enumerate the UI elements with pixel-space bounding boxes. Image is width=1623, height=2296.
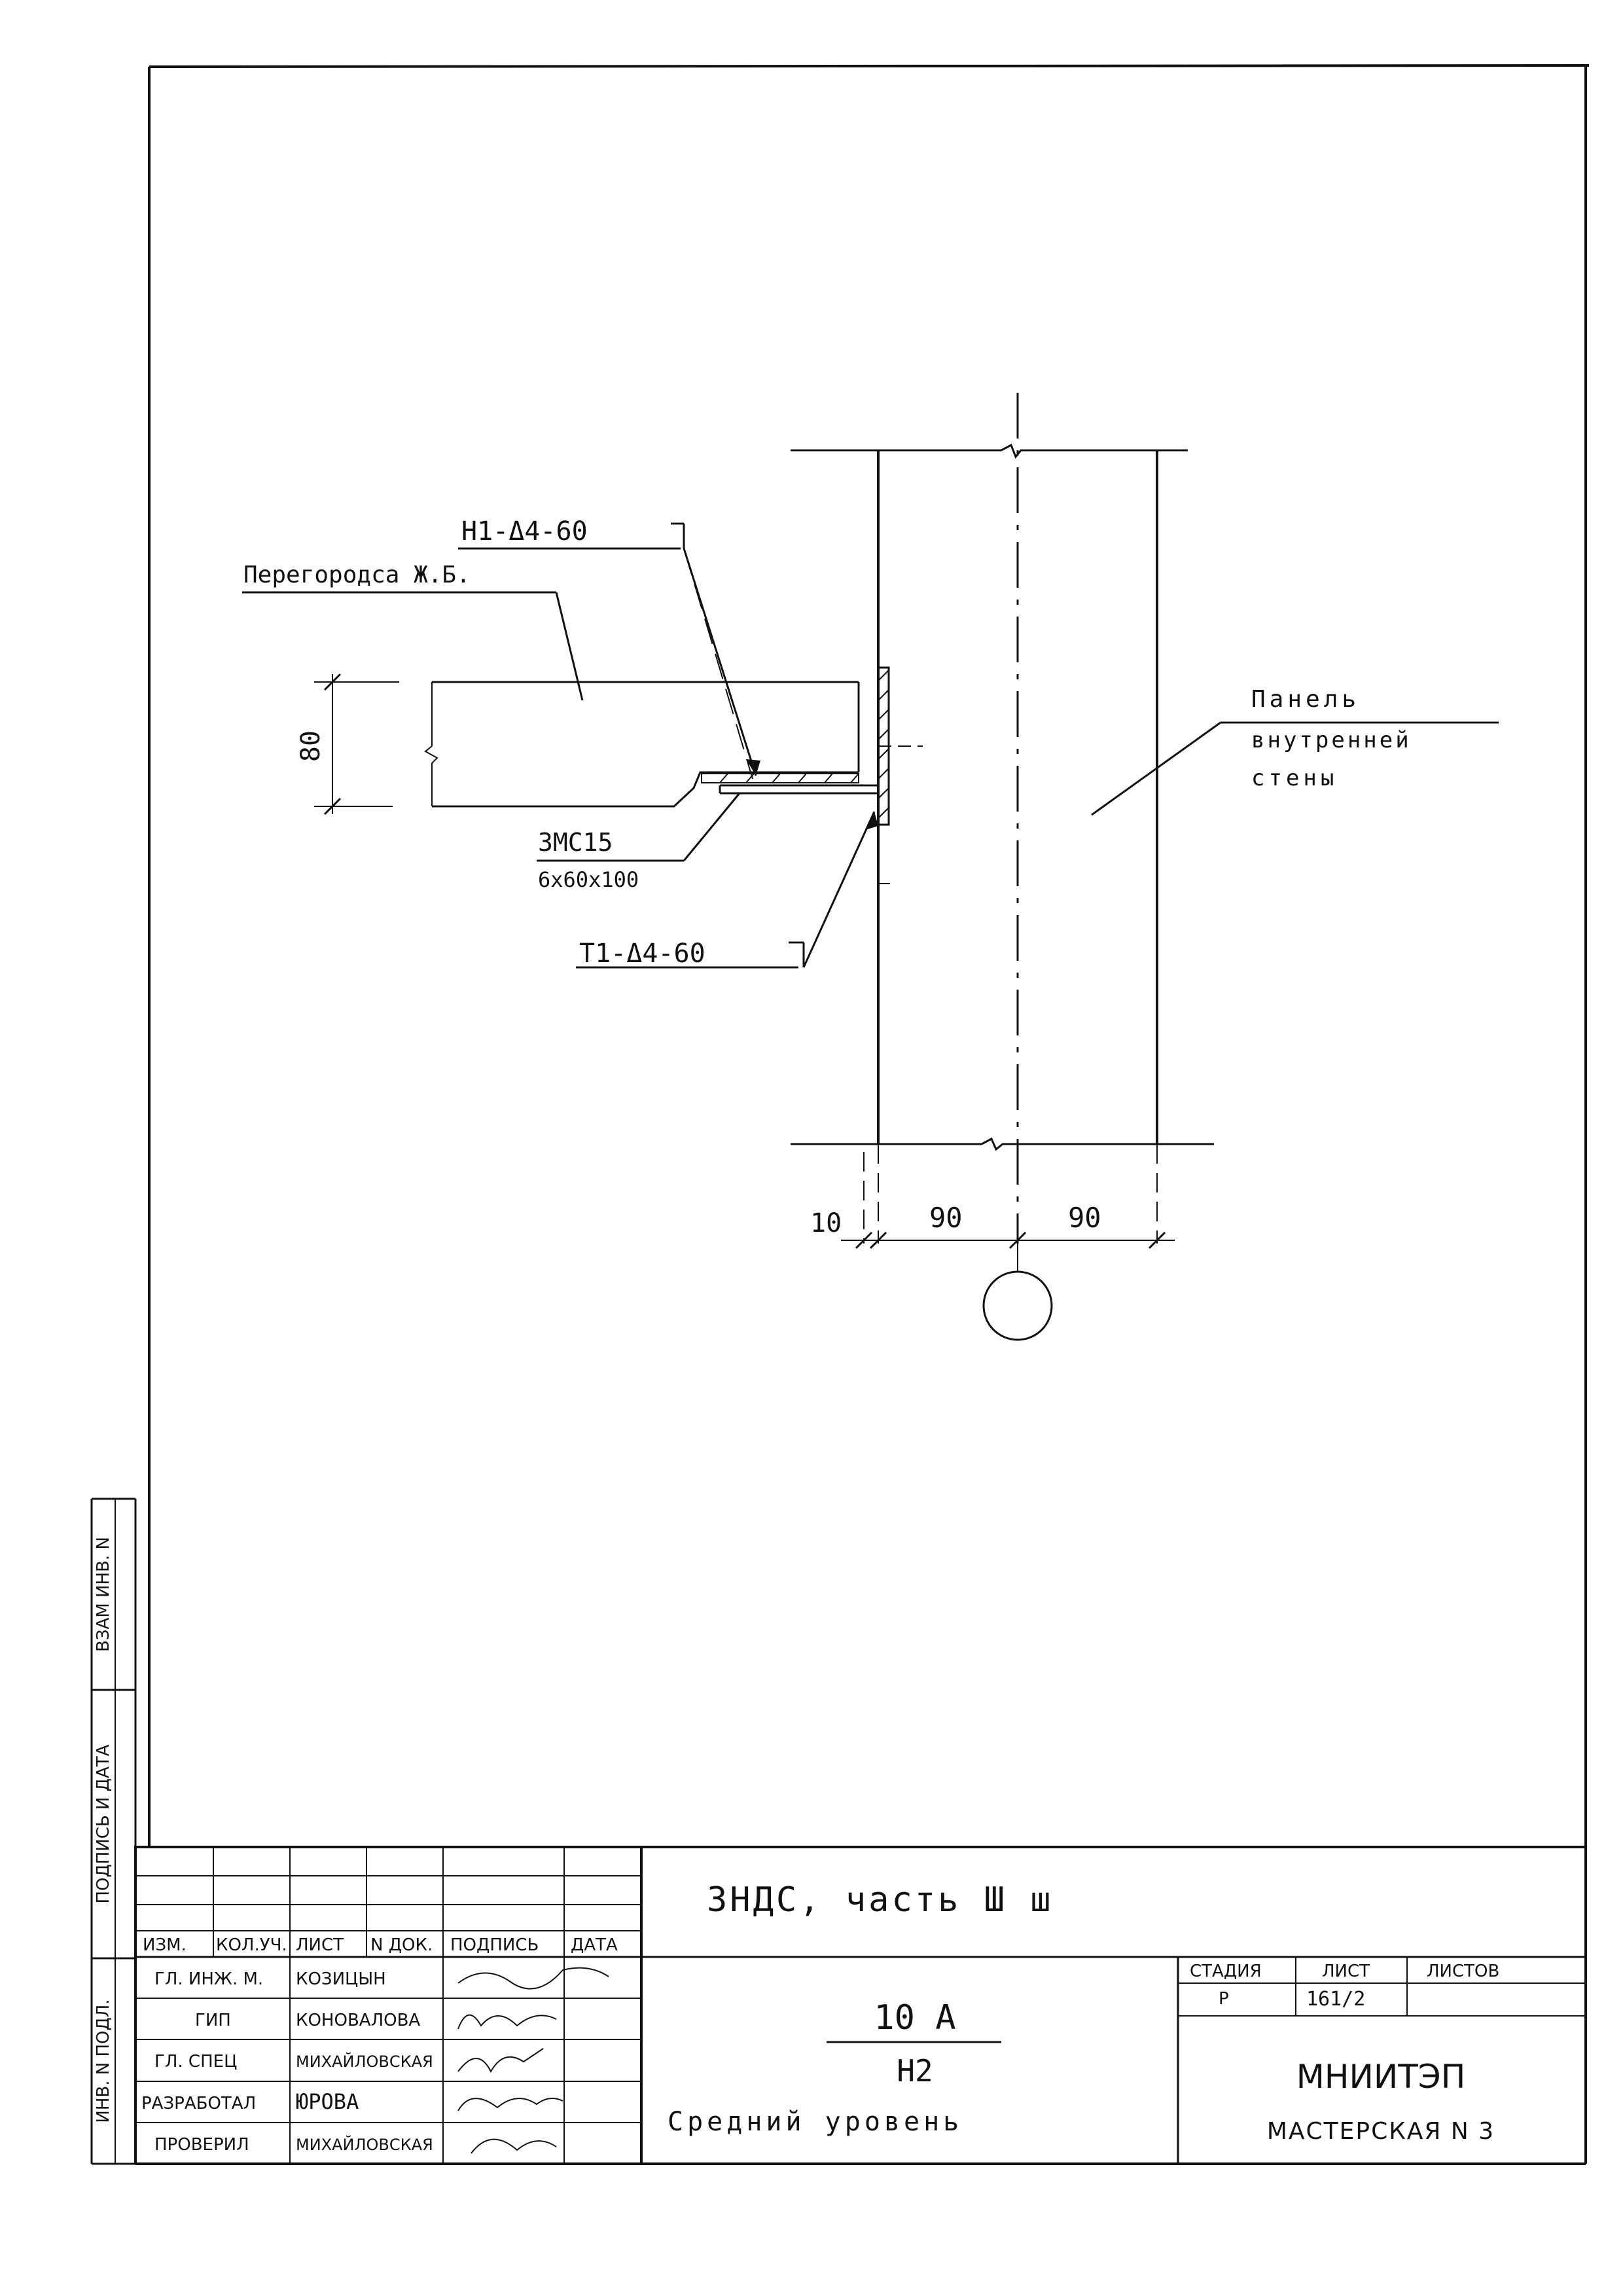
project-title: ЗНДС, часть Ш ш bbox=[707, 1880, 1054, 1920]
header-kol-uch: КОЛ.УЧ. bbox=[216, 1935, 287, 1955]
leader-partition: Перегородса Ж.Б. bbox=[242, 562, 584, 701]
panel-label-line1: Панель bbox=[1251, 686, 1360, 713]
partition-label: Перегородса Ж.Б. bbox=[243, 562, 471, 588]
header-list: ЛИСТ bbox=[296, 1935, 344, 1955]
panel-label-line2: внутренней bbox=[1251, 727, 1412, 753]
person-name-1: КОЗИЦЫН bbox=[296, 1969, 386, 1989]
leader-embedded-part: ЗМС15 6х60х100 bbox=[537, 793, 741, 892]
dimension-bottom: 10 90 90 bbox=[810, 1202, 1175, 1249]
listov-label: ЛИСТОВ bbox=[1427, 1962, 1499, 1981]
leader-wall-panel: Панель внутренней стены bbox=[1091, 686, 1499, 816]
side-stamp-inv-podl: ИНВ. N ПОДЛ. bbox=[94, 1999, 113, 2123]
header-podpis: ПОДПИСЬ bbox=[450, 1935, 539, 1955]
wall-embedded-plate bbox=[877, 666, 890, 826]
list-label: ЛИСТ bbox=[1322, 1962, 1370, 1981]
sheet-frame bbox=[134, 64, 1590, 2165]
person-role-5: ПРОВЕРИЛ bbox=[154, 2135, 249, 2155]
wall-panel bbox=[791, 393, 1214, 1244]
person-role-2: ГИП bbox=[195, 2011, 231, 2030]
leader-anchor-bottom: Т1-Δ4-60 bbox=[576, 811, 878, 969]
anchor-bottom-label: Т1-Δ4-60 bbox=[579, 939, 705, 969]
side-stamp-podpis-data: ПОДПИСЬ И ДАТА bbox=[94, 1744, 113, 1903]
partition-slab bbox=[424, 681, 878, 808]
header-izm: ИЗМ. bbox=[143, 1935, 187, 1955]
node-detail-drawing: 80 Н1-Δ4-60 Перегородса Ж.Б. Панель внут… bbox=[242, 393, 1499, 1341]
node-number: 10 А bbox=[874, 1998, 955, 2037]
person-name-4: ЮРОВА bbox=[296, 2089, 359, 2114]
side-stamp-vzam-inv: ВЗАМ ИНВ. N bbox=[94, 1537, 113, 1652]
workshop-name: МАСТЕРСКАЯ N 3 bbox=[1267, 2118, 1495, 2145]
panel-label-line3: стены bbox=[1251, 765, 1338, 791]
dimension-90-right-label: 90 bbox=[1068, 1202, 1101, 1234]
dimension-80-label: 80 bbox=[296, 730, 326, 762]
dimension-90-left-label: 90 bbox=[929, 1202, 963, 1234]
node-title: Средний уровень bbox=[668, 2107, 963, 2137]
header-data: ДАТА bbox=[571, 1935, 618, 1955]
organization-name: МНИИТЭП bbox=[1296, 2058, 1466, 2096]
stadia-value: Р bbox=[1219, 1989, 1229, 2009]
list-value: 161/2 bbox=[1306, 1988, 1365, 2011]
node-ref: Н2 bbox=[897, 2053, 933, 2089]
embedded-size-label: 6х60х100 bbox=[538, 867, 639, 892]
leader-anchor-top: Н1-Δ4-60 bbox=[458, 516, 760, 780]
signature-scribbles bbox=[457, 1967, 609, 2154]
person-role-3: ГЛ. СПЕЦ bbox=[154, 2052, 237, 2072]
anchor-top-label: Н1-Δ4-60 bbox=[461, 516, 588, 547]
person-role-1: ГЛ. ИНЖ. М. bbox=[154, 1969, 263, 1989]
person-role-4: РАЗРАБОТАЛ bbox=[141, 2094, 256, 2113]
person-name-5: МИХАЙЛОВСКАЯ bbox=[296, 2135, 433, 2154]
stadia-label: СТАДИЯ bbox=[1190, 1962, 1262, 1981]
title-block: ИЗМ. КОЛ.УЧ. ЛИСТ N ДОК. ПОДПИСЬ ДАТА ГЛ… bbox=[135, 1846, 1586, 2164]
axis-marker bbox=[982, 1244, 1053, 1341]
dimension-10-label: 10 bbox=[810, 1208, 842, 1238]
side-stamp: ВЗАМ ИНВ. N ПОДПИСЬ И ДАТА ИНВ. N ПОДЛ. bbox=[90, 1498, 137, 2165]
person-name-2: КОНОВАЛОВА bbox=[296, 2011, 420, 2030]
person-name-3: МИХАЙЛОВСКАЯ bbox=[296, 2052, 433, 2071]
header-n-dok: N ДОК. bbox=[370, 1935, 433, 1955]
dimension-80: 80 bbox=[296, 673, 399, 816]
embedded-part-label: ЗМС15 bbox=[538, 828, 613, 857]
